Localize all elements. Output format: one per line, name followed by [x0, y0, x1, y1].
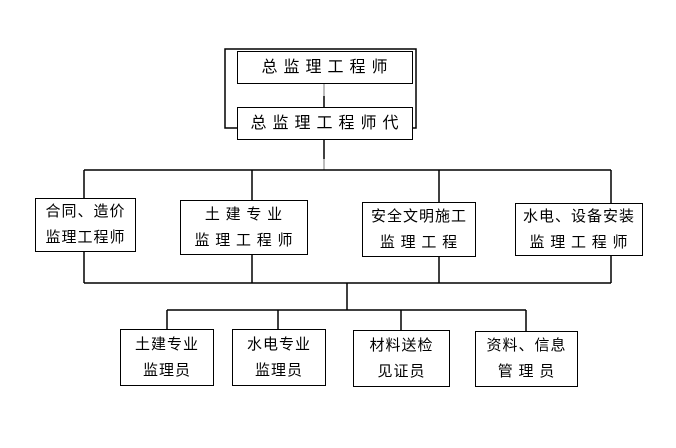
node-label-line1: 合同、造价	[45, 204, 126, 220]
node-material-inspection-witness: 材料送检 见证员	[353, 330, 450, 387]
node-label-line1: 材料送检	[369, 337, 434, 354]
node-civil-engineering-inspector: 土建专业 监理员	[120, 329, 214, 386]
node-label-line1: 安全文明施工	[370, 208, 467, 225]
node-label-line1: 水电专业	[246, 336, 311, 353]
node-data-information-administrator: 资料、信息 管 理 员	[475, 331, 578, 387]
node-safety-civilized-construction-supervision: 安全文明施工 监 理 工 程	[362, 202, 476, 257]
node-label-line1: 土 建 专 业	[204, 206, 284, 223]
node-deputy-chief-supervision-engineer: 总 监 理 工 程 师 代	[237, 107, 413, 140]
node-deputy-label: 总 监 理 工 程 师 代	[250, 114, 400, 132]
node-label-line2: 监 理 工 程 师	[529, 234, 629, 251]
node-water-electric-equipment-installation-supervision-engineer: 水电、设备安装 监 理 工 程 师	[515, 203, 643, 256]
connector-level2-to-level3	[83, 252, 612, 310]
node-label-line2: 管 理 员	[497, 364, 556, 380]
node-label-line2: 见证员	[377, 363, 426, 380]
node-label-line1: 资料、信息	[486, 338, 567, 354]
node-contract-cost-supervision-engineer: 合同、造价 监理工程师	[35, 198, 136, 252]
node-label-line1: 水电、设备安装	[522, 208, 635, 225]
node-civil-engineering-supervision-engineer: 土 建 专 业 监 理 工 程 师	[180, 200, 308, 255]
connector-level2-tree	[83, 169, 612, 203]
node-label-line1: 土建专业	[134, 336, 199, 353]
node-chief-label: 总 监 理 工 程 师	[261, 58, 389, 76]
node-water-electric-inspector: 水电专业 监理员	[232, 329, 326, 386]
connector-level3-tree	[166, 309, 527, 331]
node-label-line2: 监理员	[254, 362, 303, 379]
node-label-line2: 监理工程师	[45, 230, 126, 246]
node-chief-supervision-engineer: 总 监 理 工 程 师	[237, 51, 413, 84]
node-label-line2: 监 理 工 程 师	[194, 232, 294, 249]
node-label-line2: 监理员	[142, 362, 191, 379]
node-label-line2: 监 理 工 程	[379, 234, 459, 251]
